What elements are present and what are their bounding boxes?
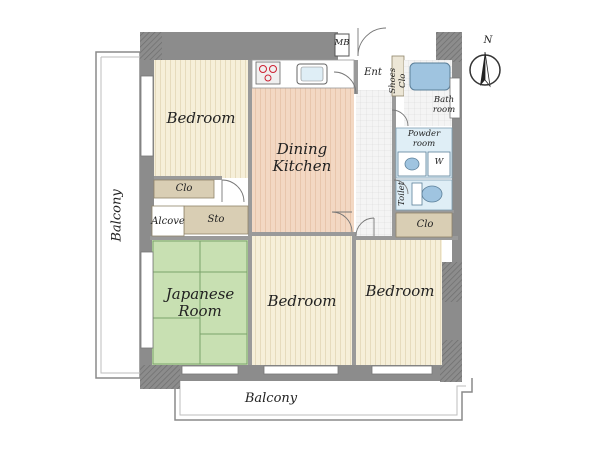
closet-west-box xyxy=(153,179,215,199)
bedroom-east-label: Bedroom xyxy=(365,282,435,300)
bedroom-nw-floor xyxy=(154,60,250,178)
closet-east-box xyxy=(395,212,453,238)
dining-kitchen-label: Dining Kitchen xyxy=(272,140,332,176)
toilet-icon xyxy=(411,182,443,206)
kitchen-floor xyxy=(252,88,354,232)
bedroom-nw-label: Bedroom xyxy=(166,109,236,127)
entrance-label: Ent xyxy=(364,67,382,78)
washbasin-counter xyxy=(397,151,427,177)
compass-icon xyxy=(469,51,501,88)
bathroom-label: Bath room xyxy=(432,95,456,115)
powder-room-label: Powder room xyxy=(407,129,441,149)
storage-label: Sto xyxy=(207,214,225,225)
washer-box xyxy=(427,151,451,177)
stove-icon xyxy=(255,61,281,85)
windows xyxy=(140,75,461,375)
closet-west-label: Clo xyxy=(175,183,193,194)
bedroom-east-floor xyxy=(356,240,442,365)
bedroom-center-label: Bedroom xyxy=(267,292,337,310)
storage-box xyxy=(183,205,249,235)
balcony-west-label: Balcony xyxy=(109,189,125,242)
toilet-label: Toilet xyxy=(397,181,408,206)
washbasin-icon xyxy=(404,157,420,171)
alcove-label: Alcove xyxy=(151,216,185,227)
bedroom-center-floor xyxy=(252,236,352,365)
entrance-floor xyxy=(356,60,392,90)
compass-north-label: N xyxy=(483,35,493,46)
balcony-south xyxy=(174,378,473,421)
doors xyxy=(221,27,409,237)
bathtub xyxy=(409,62,451,91)
japanese-room-label: Japanese Room xyxy=(165,285,235,321)
washer-label: W xyxy=(434,157,444,167)
shoes-closet-label: Shoes Clo xyxy=(388,67,408,94)
hall-floor xyxy=(356,90,394,240)
meter-box xyxy=(334,33,350,57)
meter-box-label: MB xyxy=(334,38,350,48)
closet-east-label: Clo xyxy=(416,219,434,230)
alcove-box xyxy=(151,205,185,237)
balcony-south-label: Balcony xyxy=(244,391,298,406)
kitchen-fixtures xyxy=(251,59,355,89)
interior-walls xyxy=(150,56,458,365)
